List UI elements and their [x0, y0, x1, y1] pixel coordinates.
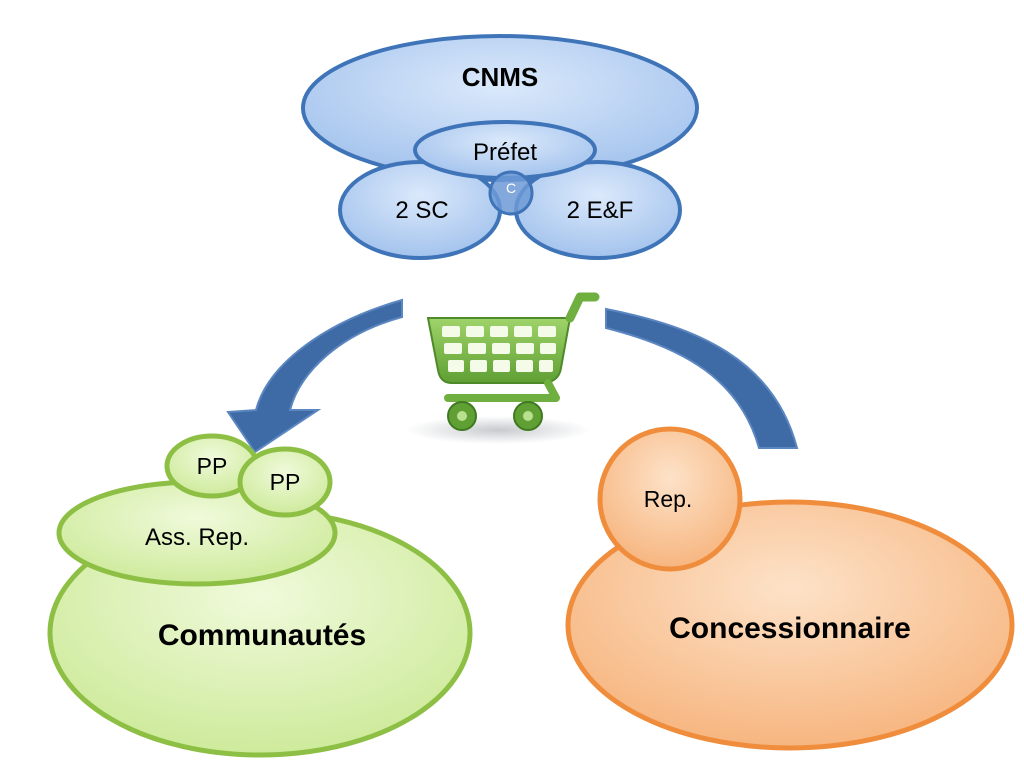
cnms-title: CNMS	[462, 62, 539, 92]
communautes-group: Communautés Ass. Rep. PP PP	[47, 433, 473, 758]
c-label: C	[506, 180, 516, 196]
ef-label: 2 E&F	[567, 197, 634, 224]
sc-label: 2 SC	[395, 197, 448, 224]
c-circle	[488, 170, 534, 216]
concessionnaire-label: Concessionnaire	[669, 612, 911, 645]
pp-label-2: PP	[270, 469, 301, 495]
concessionnaire-group: Concessionnaire Rep.	[565, 426, 1015, 751]
pp-ellipse-2	[237, 446, 333, 518]
arrow-left-to-communautes	[226, 298, 403, 454]
pp-label-1: PP	[197, 453, 228, 479]
arrow-right-to-concessionnaire	[605, 307, 799, 449]
prefet-label: Préfet	[473, 139, 537, 166]
rep-circle	[597, 426, 743, 572]
association-label: Ass. Rep.	[145, 524, 249, 551]
shopping-cart-icon	[406, 292, 600, 444]
rep-label: Rep.	[644, 486, 693, 512]
cnms-group: CNMS Préfet 2 SC 2 E&F C	[301, 34, 699, 260]
communautes-label: Communautés	[158, 619, 366, 652]
